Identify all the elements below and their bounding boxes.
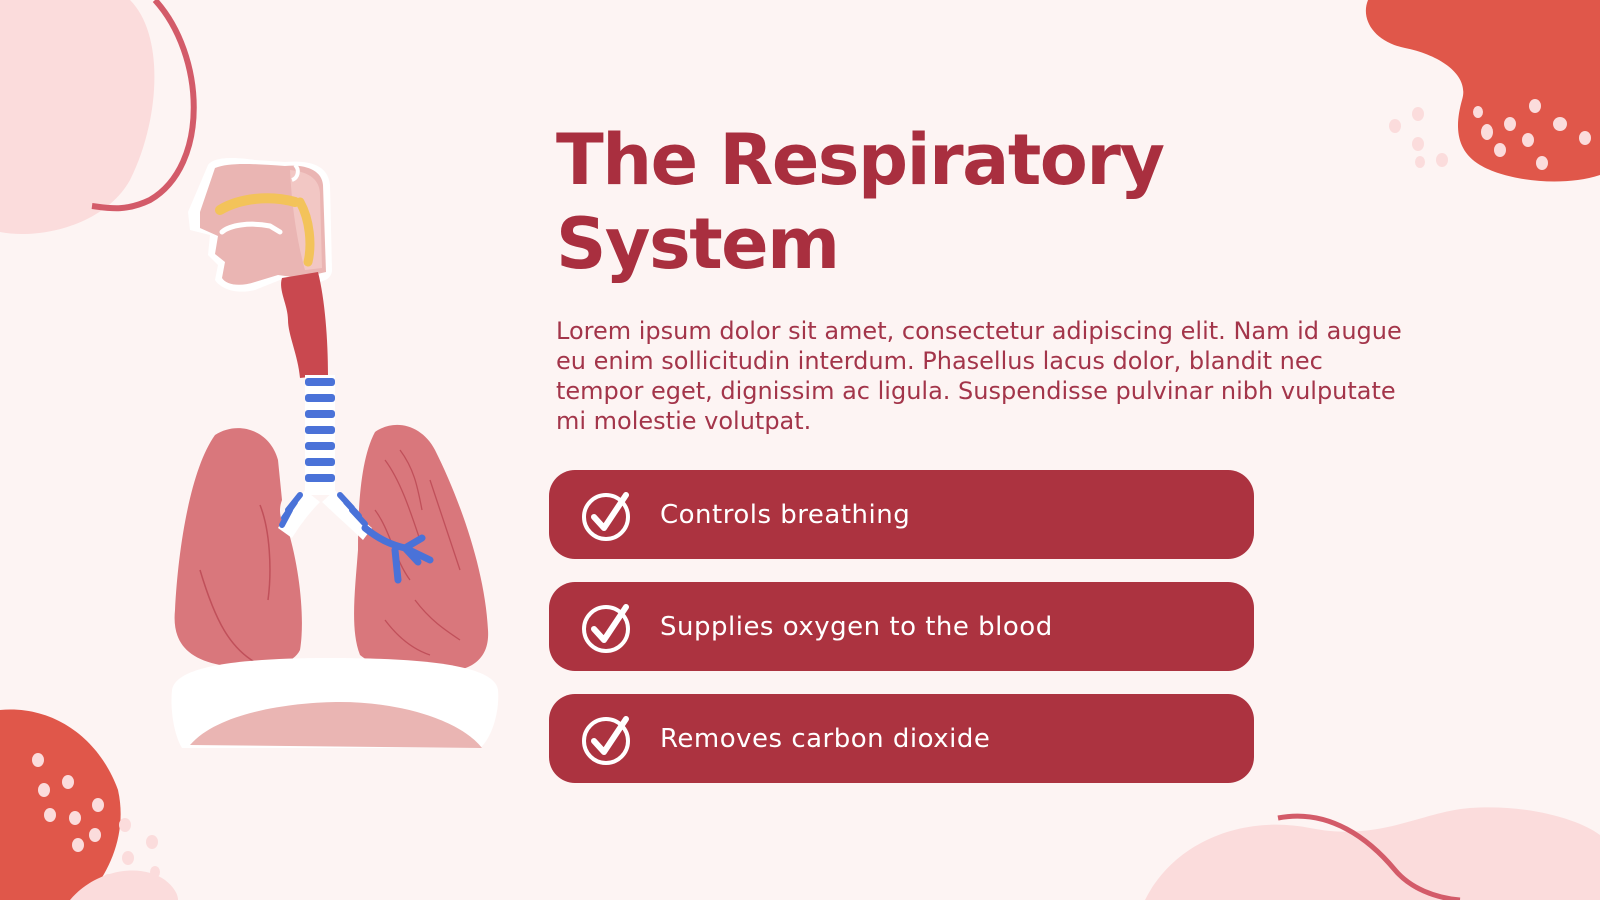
feature-label: Removes carbon dioxide [660,723,991,754]
feature-pill-controls-breathing: Controls breathing [549,470,1254,559]
top-right-dots [1389,99,1591,170]
trachea [278,375,434,584]
feature-pill-removes-co2: Removes carbon dioxide [549,694,1254,783]
diaphragm [171,658,499,748]
bottom-left-dots [32,753,160,886]
bottom-right-pink-blob [1145,807,1600,900]
feature-label: Controls breathing [660,499,911,530]
checkmark-circle-icon [582,603,630,653]
feature-pill-supplies-oxygen: Supplies oxygen to the blood [549,582,1254,671]
checkmark-circle-icon [582,715,630,765]
bottom-left-pink-blob [70,870,178,900]
top-left-outline-arc [91,0,197,212]
bottom-right-outline-curve [1277,813,1461,900]
bottom-left-coral-blob [0,709,121,900]
top-right-coral-blob [1365,0,1600,182]
slide-body-text: Lorem ipsum dolor sit amet, consectetur … [556,317,1402,435]
right-lung [354,424,489,672]
respiratory-system-illustration [171,157,499,748]
head-cross-section [188,157,332,292]
feature-list: Controls breathing Supplies oxygen to th… [549,470,1254,806]
larynx [281,272,328,378]
checkmark-circle-icon [582,491,630,541]
slide-title: The Respiratory System [556,119,1165,285]
feature-label: Supplies oxygen to the blood [660,611,1053,642]
top-left-pink-blob [0,0,155,235]
left-lung [174,428,302,669]
